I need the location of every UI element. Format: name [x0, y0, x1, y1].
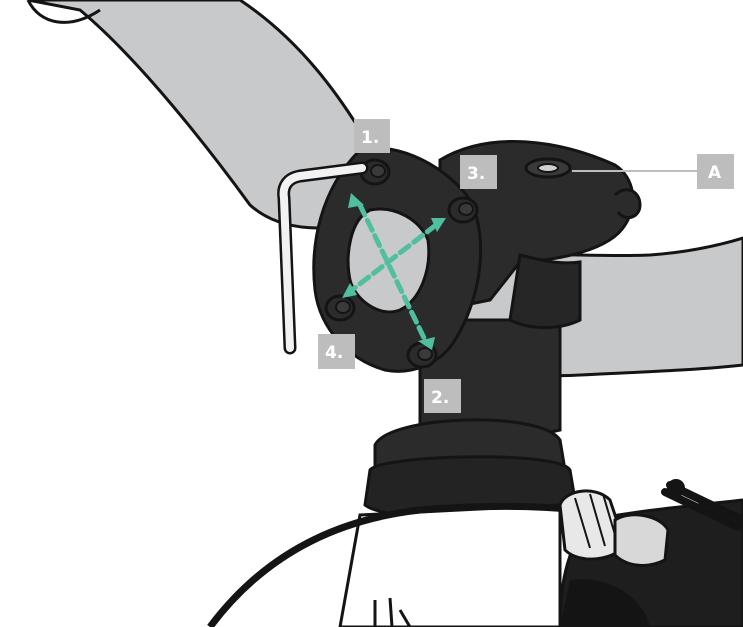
head-tube-text-mark — [373, 597, 412, 627]
brake-cable — [207, 502, 581, 627]
svg-text:1.: 1. — [361, 128, 379, 148]
label-3: 3. — [460, 155, 497, 189]
bolt-3 — [447, 196, 479, 224]
lever-collar — [613, 513, 670, 567]
barrel-screw-head — [667, 479, 685, 497]
hex-key-highlight — [279, 164, 366, 352]
label-2: 2. — [424, 379, 461, 413]
stem-cap-bolt-hole — [537, 163, 559, 173]
bolt-4 — [324, 294, 356, 322]
tightening-sequence-arrows — [349, 202, 439, 343]
stem-rear-clamp — [508, 253, 582, 329]
stem-right-bolt — [613, 188, 642, 220]
label-a: A — [697, 154, 734, 189]
svg-text:4.: 4. — [325, 343, 343, 363]
label-1: 1. — [354, 119, 390, 153]
lever-blade — [560, 579, 650, 627]
head-tube — [338, 503, 562, 627]
handlebar-top-cap — [26, 0, 101, 24]
label-4: 4. — [318, 334, 355, 369]
svg-text:2.: 2. — [431, 388, 449, 408]
arrow-heads — [342, 193, 446, 350]
svg-text:3.: 3. — [467, 164, 485, 184]
svg-text:A: A — [708, 163, 722, 183]
